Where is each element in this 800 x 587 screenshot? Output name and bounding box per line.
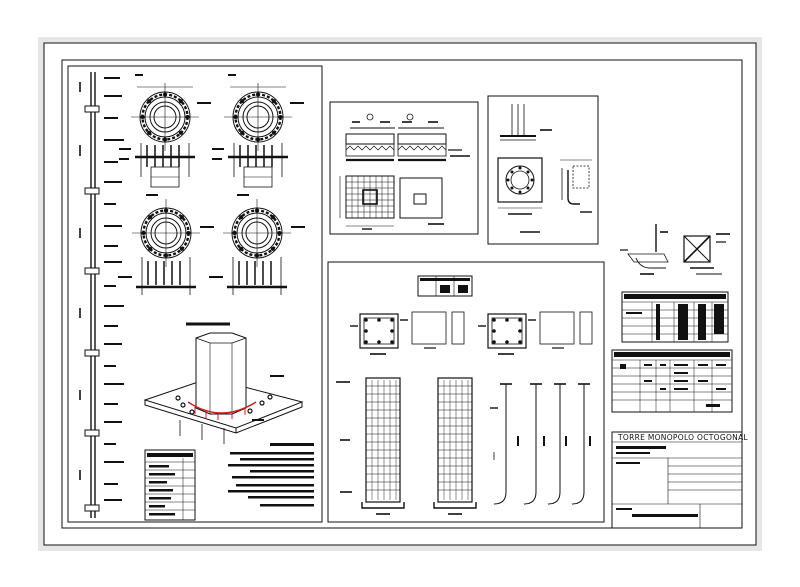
diagonal-plate-detail — [683, 233, 730, 275]
project-title: TORRE MONOPOLO OCTOGONAL — [617, 433, 749, 442]
pole-elevation — [79, 72, 124, 518]
footing-details-panel — [329, 101, 479, 235]
rebar-schedule-small — [417, 275, 473, 297]
drawing-frame — [61, 59, 743, 529]
bent-bar-details — [490, 383, 591, 505]
weld-annotation — [187, 401, 257, 414]
general-notes — [228, 443, 314, 507]
schedule-table-1 — [621, 291, 729, 343]
anchor-bolt-side — [560, 159, 592, 213]
right-column — [611, 224, 743, 529]
title-block — [611, 431, 743, 529]
schedule-table-2 — [611, 349, 733, 413]
pier-elevation-1 — [336, 377, 405, 515]
left-panel — [67, 65, 323, 523]
flange-detail-3 — [118, 194, 214, 295]
anchor-detail-panel — [487, 95, 599, 245]
flange-detail-4 — [209, 194, 305, 295]
flange-detail-2 — [212, 74, 304, 188]
column-section-2 — [478, 313, 536, 355]
isometric-base-plate — [143, 332, 304, 444]
connection-detail — [620, 224, 669, 275]
foundation-reinforcement-panel — [327, 261, 605, 523]
column-section-1 — [350, 313, 408, 355]
rebar-grid-plan — [339, 175, 395, 227]
pier-elevation-2 — [433, 377, 477, 515]
flange-detail-1 — [119, 74, 211, 188]
anchor-plan — [497, 157, 543, 215]
anchor-elevation — [500, 104, 552, 141]
legend-table — [144, 449, 196, 521]
